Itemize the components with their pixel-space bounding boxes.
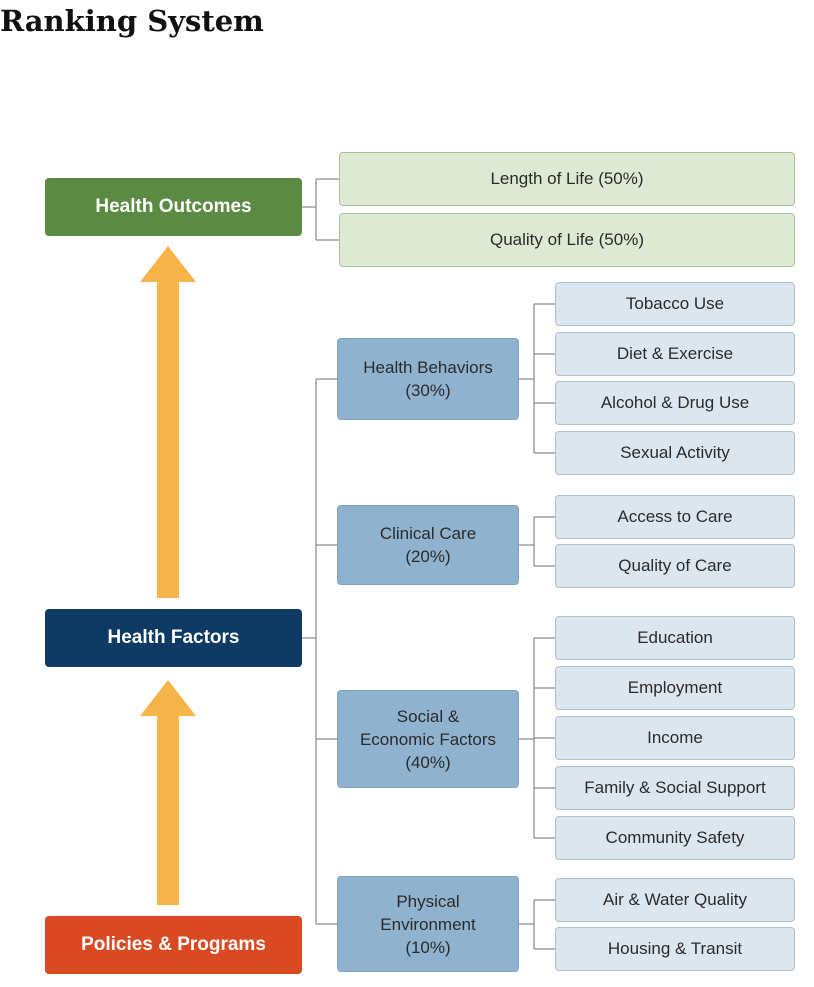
health-factors-label: Health Factors	[107, 627, 240, 648]
factor-item-label: Tobacco Use	[625, 294, 725, 313]
outcome-item-quality-of-life: Quality of Life (50%)	[339, 213, 795, 267]
factor-item-housing-transit: Housing & Transit	[555, 927, 795, 971]
arrow-head-lower	[140, 680, 196, 716]
factor-item-family-social-support: Family & Social Support	[555, 766, 795, 810]
category-label: Physical Environment (10%)	[380, 891, 476, 957]
factor-item-sexual-activity: Sexual Activity	[555, 431, 795, 475]
factor-item-air-water-quality: Air & Water Quality	[555, 878, 795, 922]
factor-item-label: Sexual Activity	[620, 443, 730, 462]
factor-item-education: Education	[555, 616, 795, 660]
factor-item-label: Family & Social Support	[584, 778, 766, 797]
category-physical-environment: Physical Environment (10%)	[337, 876, 519, 972]
factor-item-alcohol-drug-use: Alcohol & Drug Use	[555, 381, 795, 425]
factor-item-label: Housing & Transit	[607, 939, 743, 958]
health-outcomes-label: Health Outcomes	[95, 196, 252, 217]
health-factors-box: Health Factors	[45, 609, 302, 667]
category-health-behaviors: Health Behaviors (30%)	[337, 338, 519, 420]
arrow-shaft-lower	[157, 712, 179, 905]
factor-item-label: Education	[637, 628, 713, 647]
factor-item-label: Employment	[627, 678, 723, 697]
factor-item-label: Community Safety	[605, 828, 745, 847]
outcome-item-length-of-life: Length of Life (50%)	[339, 152, 795, 206]
policies-programs-box: Policies & Programs	[45, 916, 302, 974]
page-title: Ranking System	[0, 4, 264, 38]
factor-item-employment: Employment	[555, 666, 795, 710]
factor-item-label: Diet & Exercise	[616, 344, 734, 363]
health-outcomes-box: Health Outcomes	[45, 178, 302, 236]
outcome-item-label: Length of Life (50%)	[490, 169, 644, 188]
category-label: Clinical Care (20%)	[379, 524, 477, 566]
outcome-item-label: Quality of Life (50%)	[489, 230, 644, 249]
factor-item-label: Air & Water Quality	[603, 890, 747, 909]
factor-item-diet-exercise: Diet & Exercise	[555, 332, 795, 376]
factor-item-label: Quality of Care	[618, 556, 732, 575]
category-clinical-care: Clinical Care (20%)	[337, 505, 519, 585]
arrow-head-upper	[140, 246, 196, 282]
category-label: Social & Economic Factors (40%)	[359, 706, 497, 772]
factor-item-tobacco-use: Tobacco Use	[555, 282, 795, 326]
factor-item-income: Income	[555, 716, 795, 760]
factor-item-community-safety: Community Safety	[555, 816, 795, 860]
factor-item-quality-of-care: Quality of Care	[555, 544, 795, 588]
factor-item-label: Income	[647, 728, 703, 747]
arrow-shaft-upper	[157, 278, 179, 598]
factor-item-label: Access to Care	[617, 507, 733, 526]
factor-item-label: Alcohol & Drug Use	[600, 393, 750, 412]
category-social-economic: Social & Economic Factors (40%)	[337, 690, 519, 788]
factor-item-access-to-care: Access to Care	[555, 495, 795, 539]
policies-programs-label: Policies & Programs	[81, 934, 266, 955]
category-label: Health Behaviors (30%)	[363, 358, 493, 400]
